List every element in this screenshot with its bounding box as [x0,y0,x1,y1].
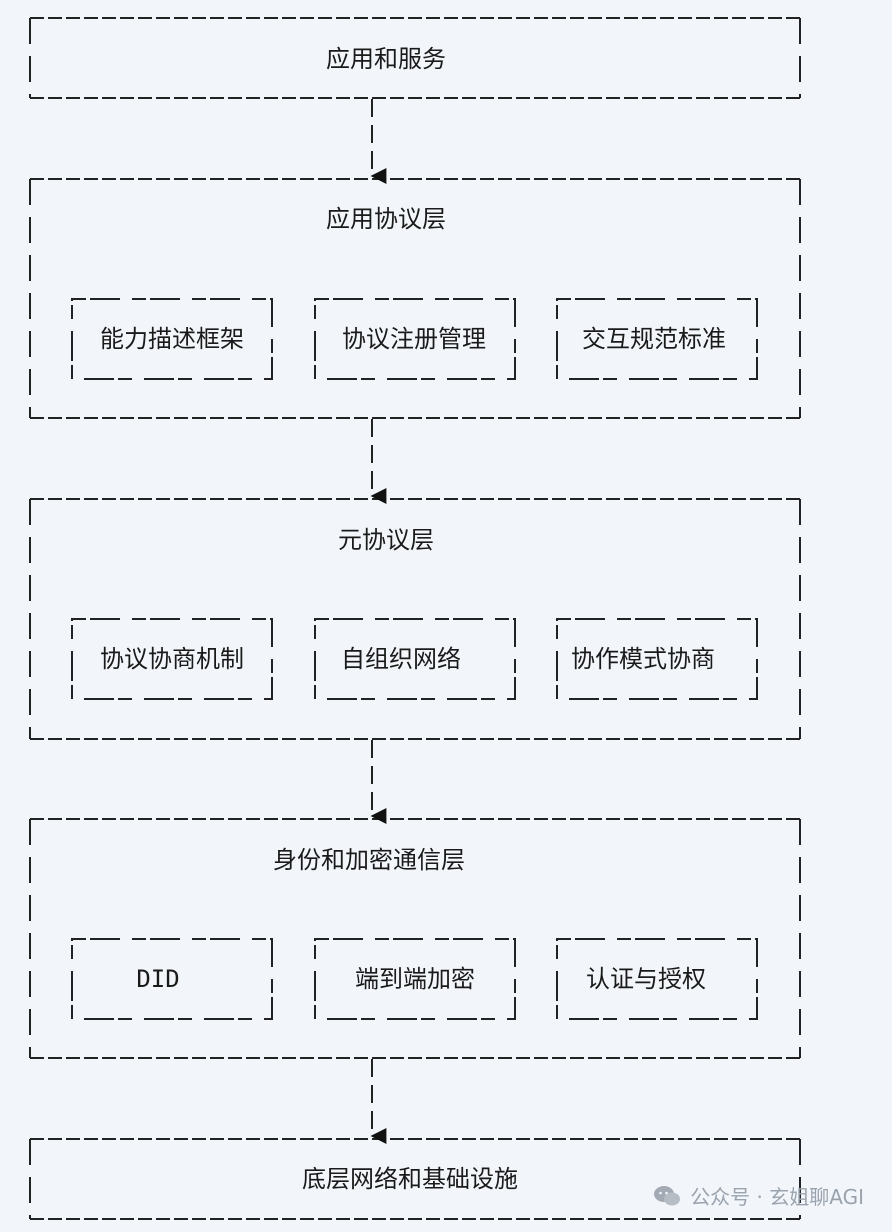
layer-box-app-services [29,17,801,99]
layer-box-application-protocol [29,178,801,419]
item-box-row-1 [71,298,758,380]
item-box-row-3 [71,938,758,1020]
wechat-icon [654,1185,681,1205]
watermark: 公众号 · 玄姐聊AGI [652,1181,864,1210]
layer-title-identity-encryption: 身份和加密通信层 [273,846,465,874]
item-protocol-negotiation: 协议协商机制 [100,645,244,673]
layer-title-meta-protocol: 元协议层 [338,526,434,554]
item-box-row-2 [71,618,758,700]
layer-title-infrastructure: 底层网络和基础设施 [302,1165,518,1193]
item-self-organizing-network: 自组织网络 [341,645,461,673]
item-capability-framework: 能力描述框架 [100,325,244,353]
item-interaction-standard: 交互规范标准 [582,325,726,353]
layer-box-identity-encryption [29,818,801,1059]
item-protocol-registry: 协议注册管理 [342,325,486,353]
item-auth: 认证与授权 [586,965,706,993]
item-collaboration-negotiation: 协作模式协商 [571,645,715,673]
item-did: DID [136,965,180,993]
layer-title-application-protocol: 应用协议层 [326,205,446,233]
layer-title-app-services: 应用和服务 [326,45,446,73]
watermark-text: 公众号 · 玄姐聊AGI [690,1185,864,1209]
layer-box-meta-protocol [29,498,801,740]
item-e2e-encryption: 端到端加密 [355,965,475,993]
layer-box-infrastructure [29,1138,801,1220]
